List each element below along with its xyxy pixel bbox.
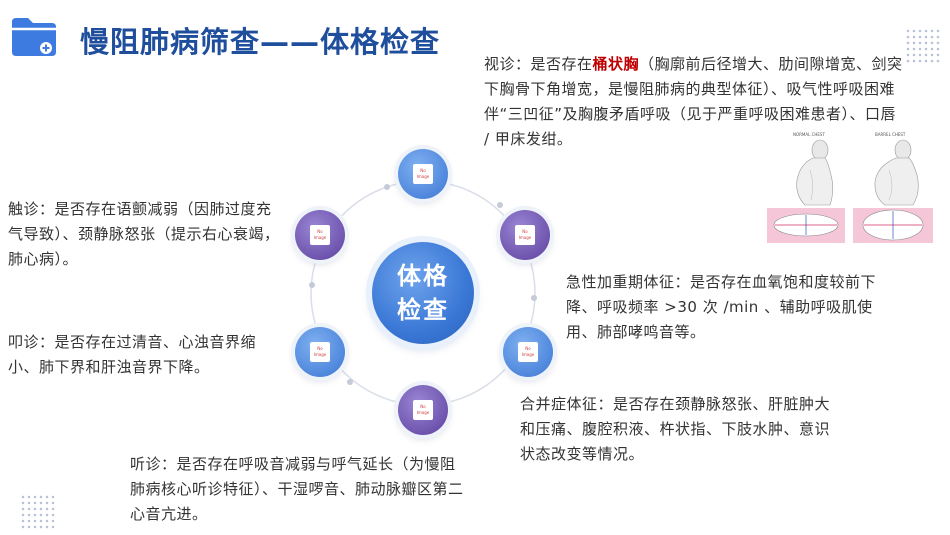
decorative-dots-top	[905, 28, 941, 64]
ring-dot	[347, 379, 353, 385]
decorative-dots-bottom	[20, 494, 56, 530]
inspection-text: 视诊：是否存在桶状胸（胸廓前后径增大、肋间隙增宽、剑突下胸骨下角增宽，是慢阻肺病…	[484, 55, 903, 148]
ring-dot	[497, 202, 503, 208]
percussion-text: 叩诊：是否存在过清音、心浊音界缩小、肺下界和肝浊音界下降。	[8, 333, 257, 376]
barrel-chest-figure	[874, 139, 919, 206]
ring-dot	[384, 184, 390, 190]
normal-cross-section	[767, 208, 845, 243]
palpation-text: 触诊：是否存在语颤减弱（因肺过度充气导致）、颈静脉怒张（提示右心衰竭，肺心病）。	[8, 200, 280, 268]
center-label-2: 检查	[397, 296, 449, 324]
auscultation-text: 听诊：是否存在呼吸音减弱与呼气延长（为慢阻肺病核心听诊特征）、干湿啰音、肺动脉瓣…	[130, 455, 464, 523]
center-hub: 体格 检查	[372, 242, 474, 344]
center-label-1: 体格	[397, 262, 449, 290]
normal-chest-figure	[796, 139, 834, 206]
ring-dot	[309, 282, 315, 288]
complication-text: 合并症体征：是否存在颈静脉怒张、肝脏肿大和压痛、腹腔积液、杵状指、下肢水肿、意识…	[520, 395, 831, 463]
ring-dot	[531, 295, 537, 301]
barrel-chest-highlight: 桶状胸	[592, 55, 640, 73]
normal-chest-label: NORMAL CHEST	[793, 132, 825, 137]
folder-add-icon	[12, 18, 56, 56]
acute-exacerbation-text: 急性加重期体征：是否存在血氧饱和度较前下降、呼吸频率 >30 次 /min 、辅…	[566, 273, 877, 341]
barrel-cross-section	[853, 208, 933, 243]
barrel-chest-label: BARREL CHEST	[875, 132, 906, 137]
chest-comparison-illustration: NORMAL CHEST BARREL CHEST	[767, 132, 933, 243]
page-title: 慢阻肺病筛查——体格检查	[80, 25, 441, 59]
